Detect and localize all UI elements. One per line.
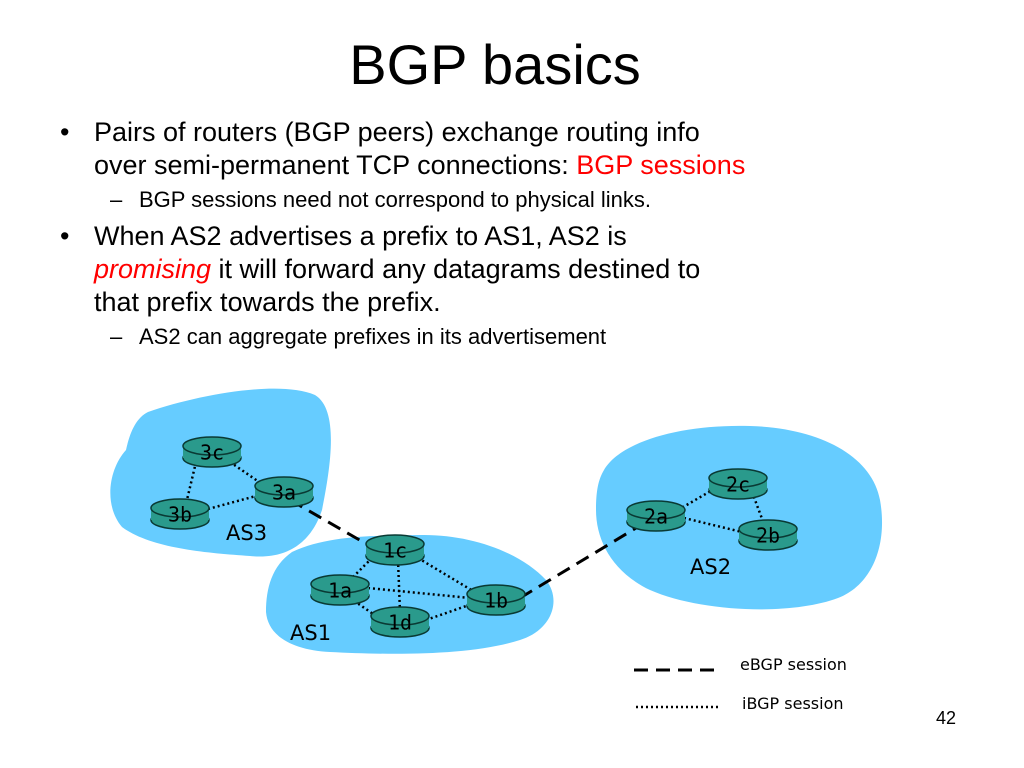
legend-ibgp-label: iBGP session — [742, 694, 844, 713]
bullet-2-line-1: When AS2 advertises a prefix to AS1, AS2… — [94, 221, 627, 251]
router-2a-label: 2a — [644, 505, 668, 529]
router-1b: 1b — [466, 584, 526, 616]
bullet-1-line-1: Pairs of routers (BGP peers) exchange ro… — [94, 117, 700, 147]
bullet-item-2: • When AS2 advertises a prefix to AS1, A… — [60, 220, 960, 319]
router-3b-label: 3b — [168, 503, 192, 527]
bullet-list: • Pairs of routers (BGP peers) exchange … — [60, 116, 960, 351]
promising-highlight: promising — [94, 254, 212, 284]
ibgp-1c-1b — [417, 556, 479, 596]
as2-cloud — [596, 425, 883, 610]
bullet-1-line-2-text: over semi-permanent TCP connections: — [94, 150, 577, 180]
router-2a: 2a — [626, 500, 686, 532]
bullet-item-1: • Pairs of routers (BGP peers) exchange … — [60, 116, 960, 182]
router-1a-label: 1a — [328, 579, 352, 603]
ebgp-3a-1c — [289, 498, 371, 548]
ebgp-links — [289, 498, 637, 600]
sub-bullet-2-text: AS2 can aggregate prefixes in its advert… — [139, 324, 607, 349]
as3-label: AS3 — [226, 521, 267, 545]
router-1c-label: 1c — [383, 539, 407, 563]
router-3c: 3c — [182, 436, 242, 468]
router-1a: 1a — [310, 574, 370, 606]
as2-label: AS2 — [690, 555, 731, 579]
router-2c-label: 2c — [726, 473, 750, 497]
bullet-2-line-3: that prefix towards the prefix. — [94, 287, 441, 317]
router-3a: 3a — [254, 476, 314, 508]
as1-cloud — [266, 534, 554, 654]
bullet-1-line-2: over semi-permanent TCP connections: BGP… — [94, 149, 960, 182]
router-3a-label: 3a — [272, 481, 296, 505]
ibgp-1c-1d — [396, 559, 402, 613]
router-3c-label: 3c — [200, 441, 224, 465]
legend-ebgp-label: eBGP session — [740, 655, 847, 674]
ebgp-1b-2a — [519, 526, 637, 600]
ibgp-1d-1b — [425, 602, 473, 622]
sub-bullet-2: – AS2 can aggregate prefixes in its adve… — [60, 323, 960, 351]
bgp-sessions-highlight: BGP sessions — [576, 150, 746, 180]
router-2b: 2b — [738, 519, 798, 551]
bullet-dot: • — [60, 117, 70, 147]
bullet-2-line-2-text: it will forward any datagrams destined t… — [211, 254, 701, 284]
sub-bullet-1: – BGP sessions need not correspond to ph… — [60, 186, 960, 214]
router-1d-label: 1d — [388, 611, 412, 635]
bullet-2-line-2: promising it will forward any datagrams … — [94, 253, 960, 286]
router-2c: 2c — [708, 468, 768, 500]
router-1c: 1c — [365, 534, 425, 566]
as3-cloud — [110, 388, 331, 557]
router-3b: 3b — [150, 498, 210, 530]
ibgp-1a-1b — [367, 586, 471, 600]
ibgp-3b-3a — [207, 494, 257, 511]
router-1b-label: 1b — [484, 589, 508, 613]
sub-bullet-dash: – — [110, 324, 123, 349]
slide-title: BGP basics — [349, 33, 641, 96]
ibgp-3c-3a — [229, 460, 263, 486]
page-number: 42 — [936, 708, 957, 728]
router-2b-label: 2b — [756, 524, 780, 548]
sub-bullet-dash: – — [110, 187, 123, 212]
as1-label: AS1 — [290, 621, 331, 645]
sub-bullet-1-text: BGP sessions need not correspond to phys… — [139, 187, 651, 212]
ibgp-3c-3b — [184, 461, 198, 505]
router-1d: 1d — [370, 606, 430, 638]
bullet-dot: • — [60, 221, 70, 251]
